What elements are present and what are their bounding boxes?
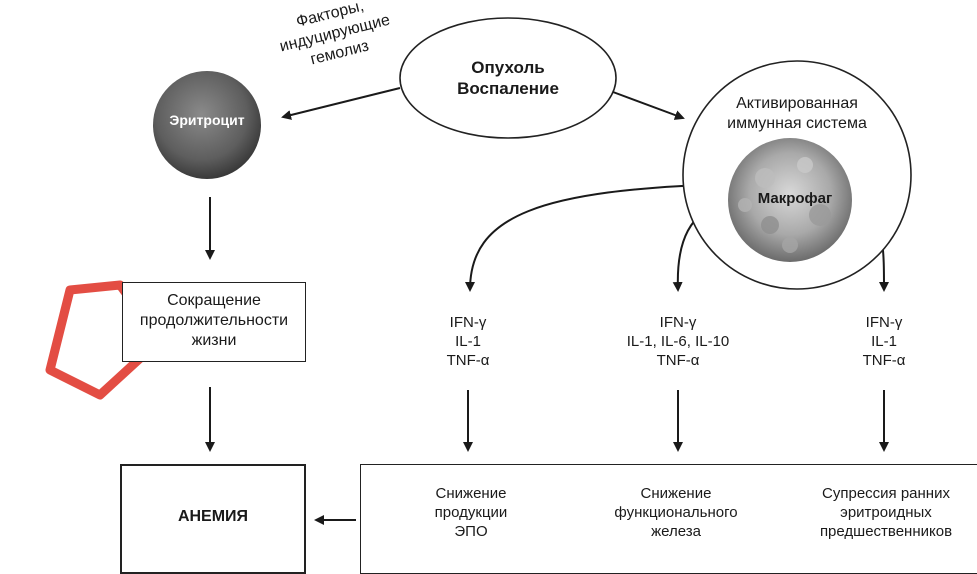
red-watermark-shape: [45, 280, 165, 400]
outcome-epo-1: Снижение: [435, 485, 507, 502]
anemia-pathogenesis-diagram: Факторы, индуцирующие гемолиз Опухоль Во…: [45, 0, 977, 574]
outcome-epo-3: ЭПО: [454, 522, 488, 540]
cytokine-right-2: IL-1: [871, 332, 897, 350]
arrow-tumor-to-immune: [612, 91, 685, 120]
anemia-label: АНЕМИЯ: [177, 508, 249, 525]
lifespan-line-2: продолжительности: [139, 312, 289, 329]
outcome-precursors: Супрессия ранних эритроидных предшествен…: [791, 485, 977, 541]
macrophage-cell: [728, 138, 852, 262]
outcome-iron-3: железа: [651, 522, 701, 540]
cytokine-middle-3: TNF-α: [656, 351, 700, 369]
anemia-box: АНЕМИЯ: [120, 464, 306, 574]
outcome-iron-1: Снижение: [640, 485, 712, 502]
tumor-line-1: Опухоль: [471, 58, 545, 77]
immune-line-2: иммунная система: [727, 115, 867, 132]
cytokine-middle-2: IL-1, IL-6, IL-10: [626, 332, 730, 350]
cytokine-middle-1: IFN-γ: [659, 314, 697, 331]
connector-arrows: [153, 17, 912, 525]
cytokine-right-3: TNF-α: [862, 351, 906, 369]
erythrocyte-cell: [153, 71, 261, 179]
immune-line-1: Активированная: [736, 95, 858, 112]
lifespan-box: Сокращение продолжительности жизни: [122, 282, 306, 362]
outcome-epo-2: продукции: [434, 503, 508, 521]
lifespan-line-3: жизни: [191, 332, 237, 349]
tumor-line-2: Воспаление: [457, 79, 559, 99]
cytokines-right: IFN-γ IL-1 TNF-α: [814, 314, 954, 370]
arrow-tumor-to-erythrocyte: [281, 87, 401, 120]
cytokine-left-2: IL-1: [455, 332, 481, 350]
immune-system-label: Активированная иммунная система: [700, 94, 894, 134]
tumor-ellipse: [399, 17, 617, 139]
outcome-iron: Снижение функционального железа: [591, 485, 761, 541]
cytokine-left-3: TNF-α: [446, 351, 490, 369]
tumor-label: Опухоль Воспаление: [420, 57, 596, 100]
outcome-iron-2: функционального: [614, 503, 738, 521]
outcome-precursors-1: Супрессия ранних: [822, 485, 950, 502]
outcome-epo: Снижение продукции ЭПО: [401, 485, 541, 541]
erythrocyte-label: Эритроцит: [169, 112, 245, 128]
outcome-precursors-3: предшественников: [819, 522, 953, 540]
cytokines-left: IFN-γ IL-1 TNF-α: [398, 314, 538, 370]
macrophage-label: Макрофаг: [757, 190, 833, 207]
cytokines-middle: IFN-γ IL-1, IL-6, IL-10 TNF-α: [590, 314, 766, 370]
arrow-macrophage-to-left: [465, 183, 728, 292]
outcome-precursors-2: эритроидных: [840, 503, 932, 521]
cytokine-right-1: IFN-γ: [865, 314, 903, 331]
cytokine-left-1: IFN-γ: [449, 314, 487, 331]
lifespan-line-1: Сокращение: [167, 292, 261, 309]
